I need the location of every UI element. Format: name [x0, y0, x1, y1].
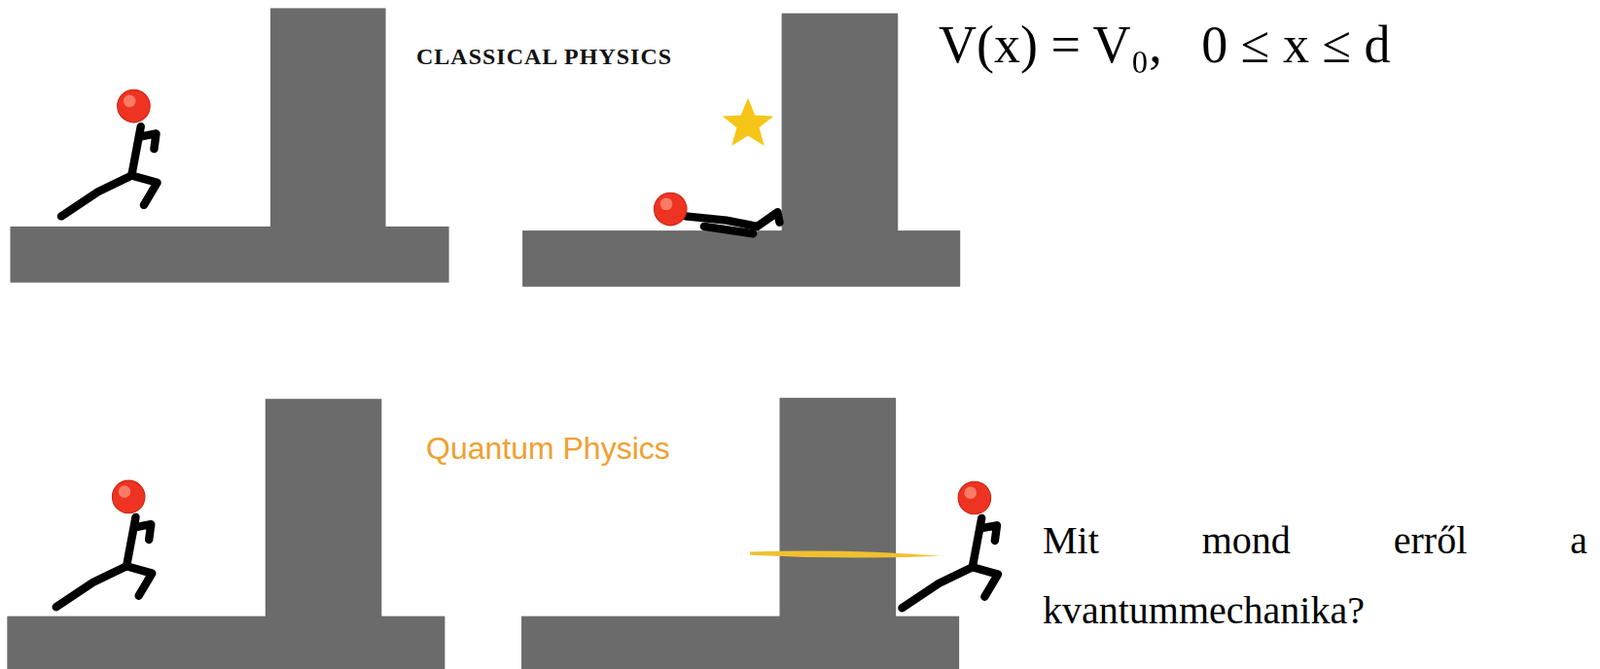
floor — [521, 616, 960, 669]
question-text: Mit mond erről a kvantummechanika? — [1042, 505, 1588, 646]
wall — [270, 7, 387, 228]
floor — [6, 616, 445, 669]
wall — [782, 13, 899, 233]
potential-formula: V(x) = V₀, 0 ≤ x ≤ d — [938, 13, 1391, 77]
wall — [265, 398, 383, 618]
wall — [780, 397, 897, 618]
impact-star — [722, 98, 774, 146]
floor — [522, 230, 960, 287]
panel-heading: CLASSICAL PHYSICS — [416, 42, 673, 72]
fallen-figure — [653, 192, 780, 234]
panel-heading: Quantum Physics — [426, 429, 671, 467]
tunneled-figure — [901, 481, 998, 608]
floor — [9, 226, 449, 284]
running-figure — [56, 480, 153, 607]
tunnel-trail — [749, 551, 941, 559]
running-figure — [61, 89, 158, 216]
